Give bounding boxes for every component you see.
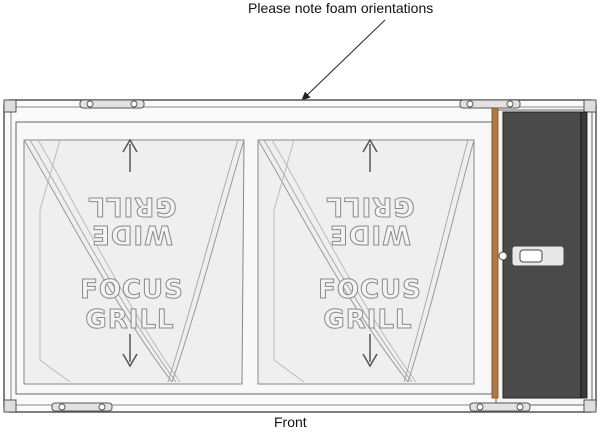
front-label: Front [274,414,307,430]
panel-1-bottom-label-2: GRILL [85,305,174,335]
top-left-latch [79,99,145,109]
foam-panel-1 [23,139,245,385]
top-right-latch [459,99,521,109]
panel-2-up-arrow [362,138,378,172]
corner-cap-tl [3,99,17,113]
foam-orientation-note: Please note foam orientations [248,0,434,16]
panel-1-top-label-1: WIDE [91,219,173,249]
panel-2-bottom-label-2: GRILL [323,305,412,335]
corner-cap-bl [3,399,17,413]
bottom-left-latch [51,402,113,412]
side-latch [498,245,565,267]
panel-1-down-arrow [122,334,138,368]
panel-1-up-arrow [122,138,138,172]
panel-2-top-label-2: GRILL [325,191,414,221]
panel-2-bottom-label-1: FOCUS [318,275,422,305]
corner-cap-br [583,399,597,413]
corner-cap-tr [583,99,597,113]
bottom-right-latch [469,402,531,412]
foam-panel-2 [257,139,475,385]
panel-2-down-arrow [362,334,378,368]
panel-2-top-label-1: WIDE [329,219,411,249]
wood-divider [491,107,499,399]
panel-1-top-label-2: GRILL [87,191,176,221]
panel-1-bottom-label-1: FOCUS [80,275,184,305]
callout-arrow [301,19,386,101]
side-compartment-strip [580,111,588,399]
